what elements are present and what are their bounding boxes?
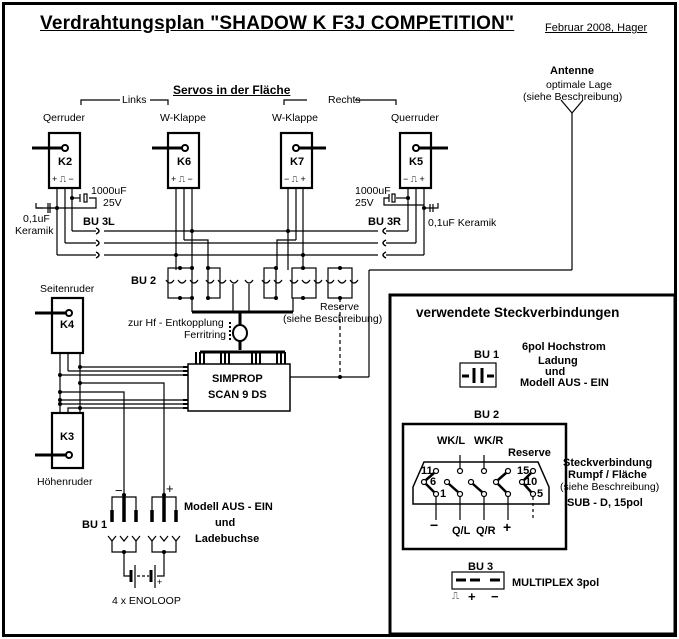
battery-pack-label: 4 x ENOLOOP (112, 595, 181, 607)
legend-bu1-line1: 6pol Hochstrom (522, 341, 606, 353)
servo-k2-id: K2 (58, 156, 73, 168)
legend-heading: verwendete Steckverbindungen (416, 305, 620, 320)
bu3-pin-plus: + (468, 589, 476, 604)
servo-arms (32, 146, 448, 457)
battery-minus-label: − (115, 483, 123, 498)
group-left-label: Links (122, 94, 147, 106)
bu3l-label: BU 3L (83, 216, 115, 228)
bu3-plug-symbols (95, 227, 387, 259)
date-author: Februar 2008, Hager (545, 22, 648, 34)
bu2-pin-15: 15 (517, 465, 530, 477)
servo-k6-id: K6 (177, 156, 192, 168)
servo-k2-pins: + ⎍ − (52, 174, 74, 184)
legend-bu3-label: BU 3 (468, 561, 494, 573)
servo-k3-name: Höhenruder (37, 476, 93, 488)
cell-plus-label: + (157, 577, 163, 587)
servo-k7-name: W-Klappe (272, 112, 318, 124)
ferrite-ring (232, 324, 248, 342)
legend-bu2-label: BU 2 (474, 409, 500, 421)
sub-d-outline (412, 461, 550, 505)
legend-box (388, 293, 677, 636)
left-elko-voltage: 25V (103, 197, 122, 209)
bu2-desc-1: Steckverbindung (563, 457, 653, 469)
bu2-pin-1: 1 (440, 488, 447, 500)
bu2-desc-3: (siehe Beschreibung) (560, 481, 660, 493)
servo-k4-id: K4 (60, 319, 75, 331)
bu2-label-minus: − (430, 517, 439, 533)
right-elko-voltage: 25V (355, 197, 374, 209)
ferrite-note-1: zur Hf - Entkopplung (128, 317, 224, 329)
bu2-pin-6: 6 (430, 476, 437, 488)
servo-k2-name: Qerruder (43, 112, 86, 124)
bu2-pin-wkr: WK/R (474, 435, 504, 447)
switch-label-2: und (215, 517, 236, 529)
servo-k7-id: K7 (290, 156, 305, 168)
antenna-note-2: (siehe Beschreibung) (523, 91, 623, 103)
servo-k6-pins: + ⎍ − (171, 174, 193, 184)
legend-bu1-line2: Ladung (538, 355, 578, 367)
left-ceramic-type: Keramik (15, 225, 54, 237)
bu2-label: BU 2 (131, 275, 157, 287)
antenna-note-1: optimale Lage (546, 79, 612, 91)
ferrite-note-2: Ferritring (184, 329, 227, 341)
legend-bu1-symbol (459, 362, 497, 388)
bu2-pin-reserve: Reserve (508, 447, 551, 459)
bu2-label-plus: + (503, 519, 512, 535)
wing-servos-heading: Servos in der Fläche (173, 83, 291, 97)
group-right-label: Rechts (328, 94, 361, 106)
left-ceramic-value: 0,1uF (23, 213, 50, 225)
receiver-brand: SIMPROP (212, 373, 263, 385)
bu2-desc-2: Rumpf / Fläche (568, 469, 647, 481)
receiver-model: SCAN 9 DS (208, 389, 267, 401)
reserve-note: (siehe Beschreibung) (283, 313, 383, 325)
bu3r-label: BU 3R (368, 216, 402, 228)
legend-bu2-box (401, 422, 568, 551)
servo-boxes (47, 131, 433, 470)
bu3-pin-minus: − (491, 589, 499, 604)
servo-k5-id: K5 (409, 156, 424, 168)
legend-bu3-desc: MULTIPLEX 3pol (512, 577, 600, 589)
left-elko-value: 1000uF (91, 185, 127, 197)
legend-bu1-label: BU 1 (474, 349, 500, 361)
servo-k5-name: Querruder (391, 112, 439, 124)
bu1-label: BU 1 (82, 519, 108, 531)
bu2-pin-5: 5 (537, 488, 544, 500)
servo-k4-name: Seitenruder (40, 283, 95, 295)
reserve-label: Reserve (320, 301, 360, 313)
servo-k3-id: K3 (60, 431, 75, 443)
receiver-box (187, 363, 291, 412)
servo-k7-pins: − ⎍ + (284, 174, 306, 184)
antenna-symbol (290, 99, 584, 378)
switch-label-1: Modell AUS - EIN (184, 501, 273, 513)
bu2-pin-11: 11 (421, 465, 433, 477)
antenna-label: Antenne (550, 65, 594, 77)
wires-k2 (35, 188, 378, 256)
right-elko-value: 1000uF (355, 185, 391, 197)
right-ceramic-label: 0,1uF Keramik (428, 217, 497, 229)
switch-label-3: Ladebuchse (195, 533, 260, 545)
bu2-pin-wkl: WK/L (437, 435, 466, 447)
servo-k5-pins: − ⎍ + (403, 174, 425, 184)
legend-bu1-line4: Modell AUS - EIN (520, 377, 609, 389)
bu2-label-qr: Q/R (476, 525, 496, 537)
bu1-connector (107, 496, 181, 588)
bu2-desc-4: SUB - D, 15pol (567, 497, 643, 509)
bu2-pin-10: 10 (525, 476, 538, 488)
bu3-pin-signal: ⎍ (452, 591, 459, 602)
group-brackets (80, 99, 397, 105)
page-title: Verdrahtungsplan "SHADOW K F3J COMPETITI… (40, 13, 515, 34)
bu2-label-ql: Q/L (452, 525, 471, 537)
servo-k6-name: W-Klappe (160, 112, 206, 124)
legend-bu1-line3: und (545, 366, 566, 378)
legend-bu3-symbol (451, 571, 505, 590)
battery-plus-label: + (166, 481, 174, 496)
